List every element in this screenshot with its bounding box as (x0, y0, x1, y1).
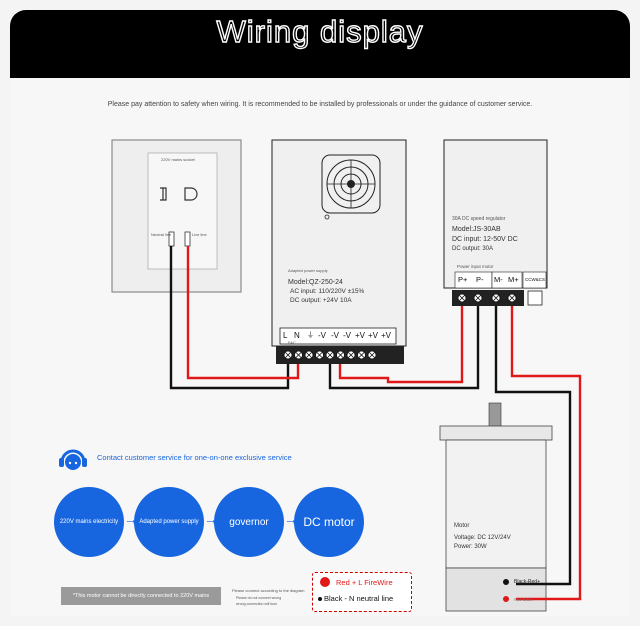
ps-output: DC output: +24V 10A (290, 297, 352, 304)
ps-terminal-L: L (283, 331, 288, 340)
ps-terminal-v5: +V (368, 331, 379, 340)
motor-power: Power: 30W (454, 544, 487, 550)
safety-note: Please pay attention to safety when wiri… (107, 101, 533, 108)
reg-terminal-p-minus: P- (476, 275, 484, 284)
motor-voltage: Voltage: DC 12V/24V (454, 535, 511, 541)
flow-step-governor-label: governor (229, 516, 269, 528)
motor-wire1-label: Black-Red+ (514, 579, 540, 585)
motor-end-cap (445, 567, 547, 612)
ps-terminal-v2: -V (331, 331, 339, 340)
ps-caption: Adapted power supply (288, 268, 328, 273)
legend-black-label: Black - N neutral line (324, 594, 394, 603)
motor-red-wire-dot (503, 596, 509, 602)
ps-model: Model:QZ-250-24 (288, 279, 343, 286)
motor-wire2-label: Red-Black (514, 597, 533, 602)
headset-icon (59, 449, 87, 470)
flow-step-motor-label: DC motor (303, 515, 355, 529)
socket-live-terminal (184, 231, 191, 247)
reg-screw-terminal (473, 293, 483, 303)
socket-live-label: Live line (192, 232, 207, 237)
motor-flange (439, 425, 553, 441)
legend-red-label: Red + L FireWire (336, 577, 393, 587)
reg-screw-terminal (507, 293, 517, 303)
reg-ccw-label (522, 271, 547, 289)
flow-step-motor: DC motor (294, 487, 364, 557)
socket-neutral-label: Neutral line (151, 232, 172, 237)
flow-step-governor: governor (214, 487, 284, 557)
warning-box: *This motor cannot be directly connected… (61, 587, 221, 605)
reg-terminal-ccw: CCW&CS (525, 277, 545, 282)
regulator-box (443, 139, 548, 289)
legend-red: Red + L FireWire (320, 577, 393, 587)
reg-terminal-block (452, 290, 524, 306)
power-supply-box (271, 139, 407, 347)
wires (169, 246, 582, 601)
ps-terminal-v3: -V (343, 331, 351, 340)
flow-step-power-supply: Adapted power supply (134, 487, 204, 557)
note-line1: Please connect according to the diagram (232, 588, 305, 593)
fan-icon (321, 154, 381, 214)
contact-text[interactable]: Contact customer service for one-on-one … (97, 453, 292, 462)
reg-input: DC input: 12-50V DC (452, 236, 518, 243)
reg-motor-terminal-strip (491, 271, 523, 289)
ps-screw-terminal (357, 350, 366, 360)
ps-screw-terminal (336, 350, 345, 360)
flow-step-power-supply-label: Adapted power supply (139, 519, 199, 525)
reg-output: DC output: 30A (452, 246, 494, 252)
ps-terminal-N: N (294, 331, 300, 340)
ps-terminal-v4: +V (355, 331, 366, 340)
motor-title: Motor (454, 523, 470, 529)
motor-black-wire-dot (503, 579, 509, 585)
ps-screw-terminal (346, 350, 356, 360)
banner-title: Wiring display (216, 13, 424, 49)
reg-model: Model:JS-30AB (452, 226, 501, 233)
socket-hole-left-icon (160, 187, 167, 201)
reg-terminal-m-plus: M+ (508, 275, 519, 284)
ps-screw-terminal (367, 350, 377, 360)
reg-screw-terminal (491, 293, 501, 303)
ps-screw-terminal (283, 350, 293, 360)
flow-step-mains: 220V mains electricity (54, 487, 124, 557)
reg-terminal-m-minus: M- (494, 275, 503, 284)
socket-hole-right-icon (184, 187, 198, 201)
ps-screw-terminal (315, 350, 324, 360)
reg-terminal-p-plus: P+ (458, 275, 468, 284)
ps-input: AC input: 110/220V ±15% (290, 288, 365, 295)
ps-terminal-v6: +V (381, 331, 392, 340)
ps-terminal-label-strip (279, 327, 397, 345)
ps-screw-terminal (304, 350, 314, 360)
flow-step-mains-label: 220V mains electricity (59, 519, 119, 525)
ps-screw-terminal (325, 350, 335, 360)
red-dot-icon (320, 577, 330, 587)
title-banner (10, 10, 630, 78)
socket-face (147, 152, 218, 270)
screw-icon (324, 214, 330, 220)
legend-black: Black - N neutral line (318, 594, 393, 603)
reg-caption: 30A DC speed regulator (452, 216, 506, 222)
reg-screw-terminal (457, 293, 467, 303)
ps-terminal-ground: ⏚ (307, 332, 314, 339)
motor-body (445, 439, 547, 569)
motor-shaft (488, 402, 502, 428)
ps-screw-terminal (294, 350, 303, 360)
note-line2: Please do not connect wrong (236, 596, 282, 600)
reg-switch (527, 290, 543, 306)
black-dot-icon (318, 596, 322, 601)
ps-terminal-v1: -V (318, 331, 326, 340)
note-line3: wrong connection will burn (236, 602, 278, 606)
warning-text: *This motor cannot be directly connected… (72, 593, 210, 599)
reg-section-label: Power input motor (457, 264, 494, 269)
socket-caption: 220V mains socket (161, 157, 195, 162)
ps-terminal-sub: FAC (288, 340, 296, 345)
